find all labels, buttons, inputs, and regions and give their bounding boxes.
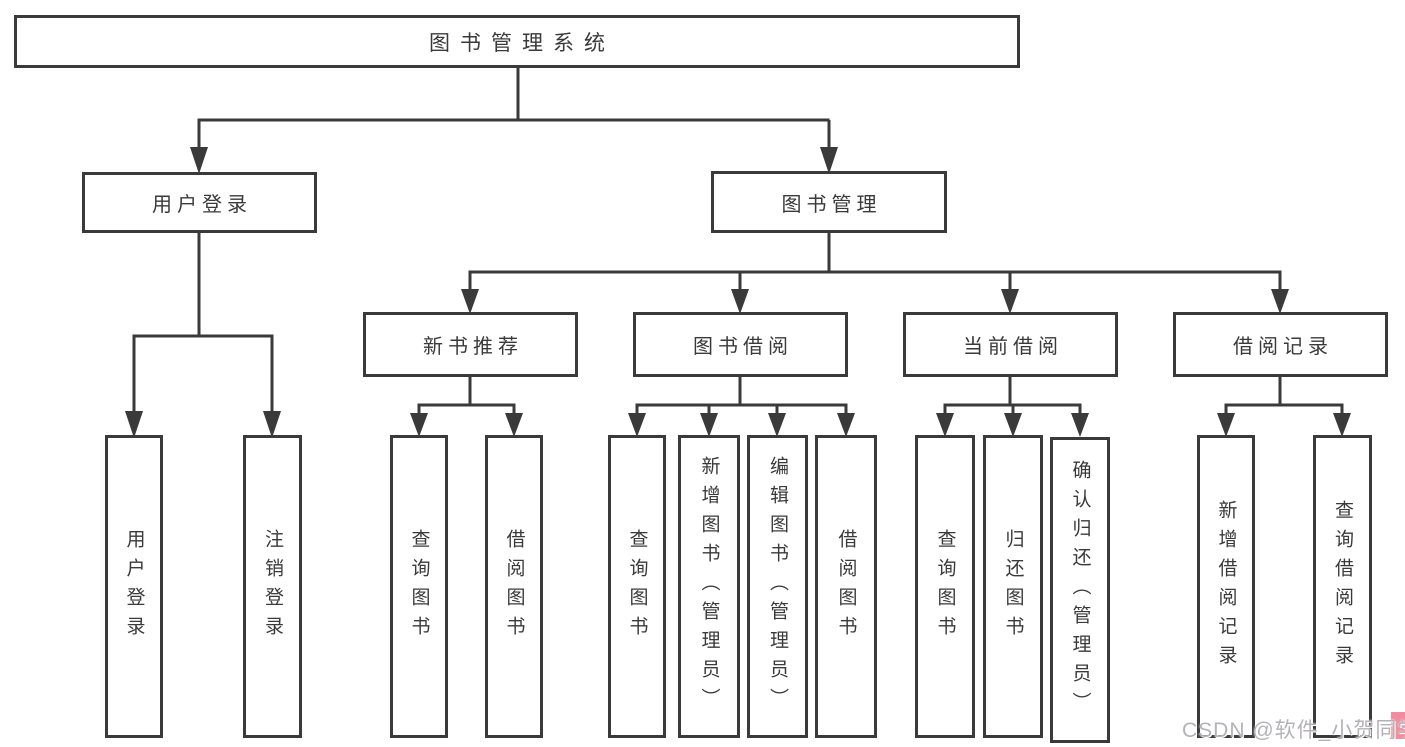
node-label: 查询图书 — [934, 528, 956, 645]
node-label: 借阅图书 — [835, 528, 857, 645]
node-label: 图书借阅 — [693, 336, 793, 358]
node-label: 借阅记录 — [1233, 336, 1333, 358]
node-label: 查询图书 — [626, 528, 648, 645]
node-label: 用户登录 — [123, 528, 145, 645]
watermark-accent-block — [1391, 712, 1405, 739]
leaf-confirm-return-admin: 确认归还（管理员） — [1050, 437, 1110, 743]
node-label: 查询借阅记录 — [1332, 499, 1353, 674]
leaf-borrow-book: 借阅图书 — [815, 435, 877, 738]
node-label: 当前借阅 — [963, 336, 1063, 358]
node-label: 新增借阅记录 — [1215, 499, 1237, 674]
node-label: 确认归还（管理员） — [1069, 459, 1091, 721]
node-label: 新增图书（管理员） — [698, 456, 720, 717]
node-label: 图书管理 — [781, 193, 882, 216]
node-borrow-record: 借阅记录 — [1173, 312, 1388, 377]
leaf-logout: 注销登录 — [243, 435, 302, 738]
node-label: 注销登录 — [262, 528, 283, 645]
node-user-login: 用户登录 — [82, 172, 317, 233]
leaf-user-login: 用户登录 — [105, 435, 163, 738]
leaf-return-book: 归还图书 — [983, 435, 1043, 738]
node-label: 新书推荐 — [423, 336, 523, 358]
node-book-management: 图书管理 — [711, 171, 947, 233]
node-label: 编辑图书（管理员） — [767, 456, 788, 717]
leaf-borrow-book-newrec: 借阅图书 — [485, 435, 543, 738]
node-new-book-recommend: 新书推荐 — [363, 312, 578, 377]
node-label: 查询图书 — [408, 528, 430, 645]
leaf-add-borrow-record: 新增借阅记录 — [1197, 435, 1255, 738]
node-book-borrow: 图书借阅 — [633, 312, 848, 377]
leaf-query-book-current: 查询图书 — [915, 435, 975, 738]
node-label: 归还图书 — [1002, 528, 1024, 645]
node-label: 图书管理系统 — [429, 31, 615, 55]
leaf-query-book-newrec: 查询图书 — [390, 435, 448, 738]
leaf-query-borrow-record: 查询借阅记录 — [1313, 435, 1372, 738]
csdn-watermark: CSDN @软件_小贺同学 — [1182, 719, 1405, 742]
node-root-system: 图书管理系统 — [14, 15, 1020, 68]
leaf-edit-book-admin: 编辑图书（管理员） — [747, 435, 808, 738]
leaf-query-book-borrow: 查询图书 — [608, 435, 666, 738]
node-label: 借阅图书 — [503, 528, 525, 645]
leaf-add-book-admin: 新增图书（管理员） — [678, 435, 740, 738]
node-label: 用户登录 — [152, 194, 252, 216]
node-current-borrow: 当前借阅 — [903, 312, 1118, 377]
